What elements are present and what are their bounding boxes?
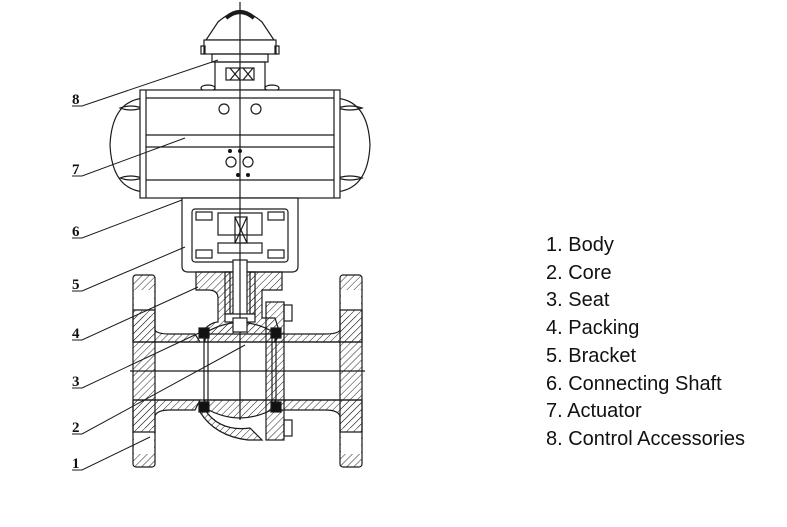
- callout-8: 8: [72, 92, 80, 108]
- callout-5: 5: [72, 277, 80, 293]
- parts-legend: 1. Body 2. Core 3. Seat 4. Packing 5. Br…: [546, 232, 745, 454]
- control-accessories: [200, 10, 280, 92]
- callout-numbers: 8 7 6 5 4 3 2 1: [72, 92, 80, 472]
- legend-item-bracket: 5. Bracket: [546, 344, 637, 367]
- legend-item-actuator: 7. Actuator: [546, 400, 642, 423]
- legend-item-seat: 3. Seat: [546, 289, 610, 312]
- callout-7: 7: [72, 162, 80, 178]
- callout-3: 3: [72, 374, 80, 390]
- legend-item-packing: 4. Packing: [546, 317, 640, 340]
- callout-6: 6: [72, 224, 80, 240]
- callout-2: 2: [72, 420, 80, 436]
- leader-lines: [72, 59, 246, 471]
- callout-4: 4: [72, 326, 80, 342]
- legend-item-connecting-shaft: 6. Connecting Shaft: [546, 372, 722, 395]
- legend-item-control-accessories: 8. Control Accessories: [546, 427, 745, 450]
- callout-1: 1: [72, 456, 80, 472]
- ball-core: [203, 317, 277, 419]
- legend-item-body: 1. Body: [546, 234, 614, 256]
- legend-item-core: 2. Core: [546, 261, 612, 284]
